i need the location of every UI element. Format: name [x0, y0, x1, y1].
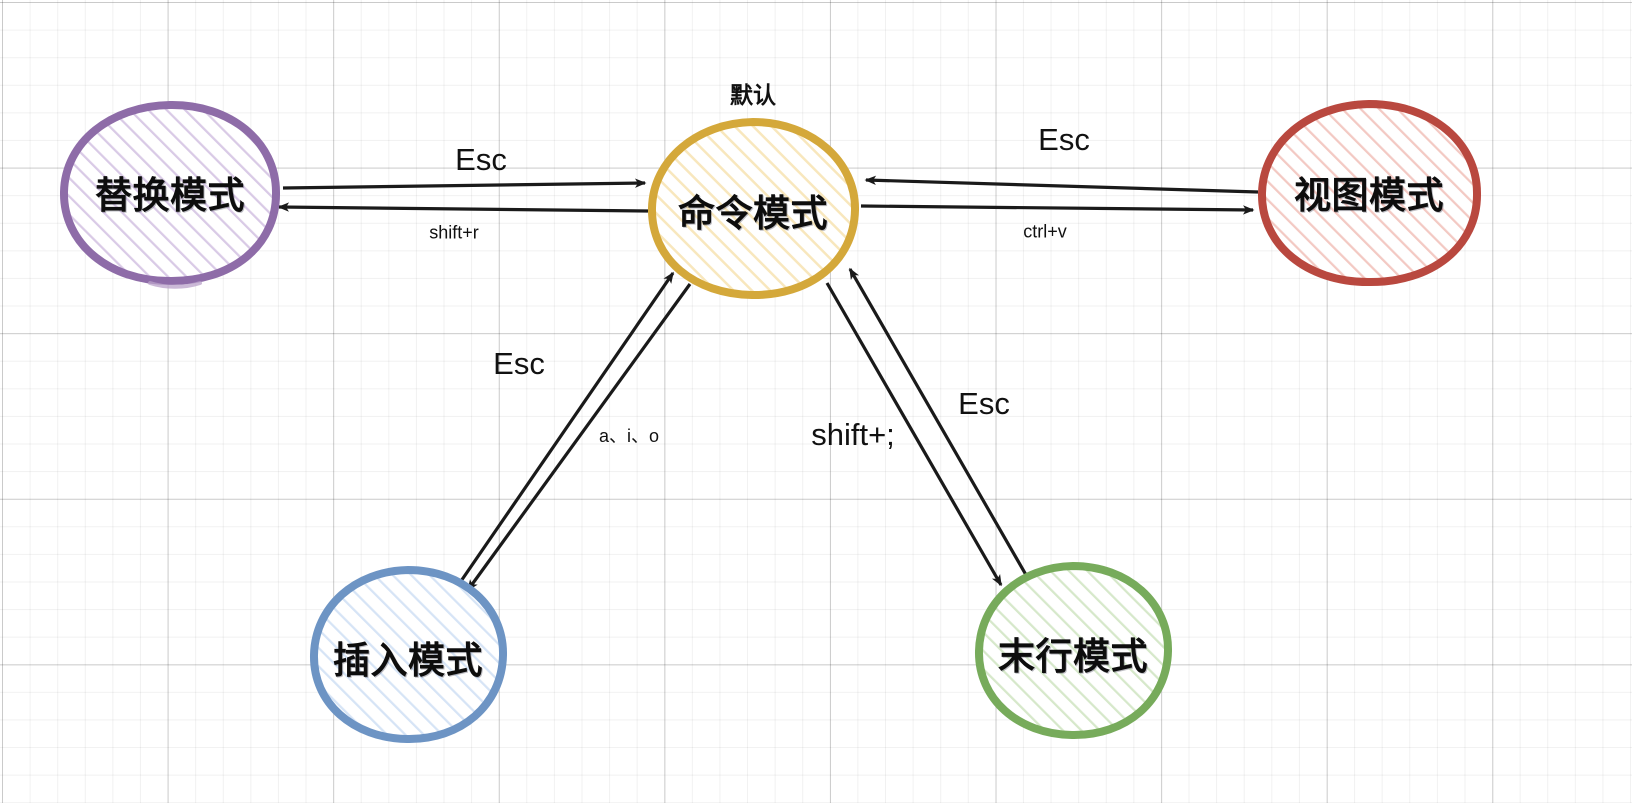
node-replace-mode[interactable]: [59, 100, 281, 289]
edge-label-replace-to-command: Esc: [455, 142, 507, 177]
edge-insert-to-command[interactable]: [446, 271, 675, 601]
node-label-replace: 替换模式: [95, 175, 245, 216]
edge-lastline-to-command[interactable]: [848, 267, 1039, 595]
edges-layer: [277, 175, 1259, 601]
edge-command-to-insert[interactable]: [466, 283, 692, 592]
edge-command-to-view[interactable]: [860, 204, 1255, 215]
edge-label-insert-to-command: Esc: [493, 346, 545, 381]
edge-command-to-replace[interactable]: [277, 202, 649, 213]
edge-view-to-command[interactable]: [864, 175, 1259, 194]
node-label-insert: 插入模式: [333, 640, 483, 681]
edge-label-command-to-view: ctrl+v: [1023, 221, 1067, 242]
default-note: 默认: [730, 82, 776, 108]
node-label-view: 视图模式: [1294, 175, 1444, 216]
edge-label-command-to-insert: a、i、o: [598, 426, 660, 446]
nodes-layer: [59, 99, 1482, 744]
node-label-command: 命令模式: [678, 193, 828, 234]
edge-command-to-lastline[interactable]: [825, 282, 1003, 587]
node-label-lastline: 末行模式: [998, 636, 1148, 677]
node-lastline-mode[interactable]: [974, 561, 1173, 740]
edge-label-command-to-lastline: shift+;: [811, 417, 895, 452]
edge-label-command-to-replace: shift+r: [429, 222, 479, 243]
edge-replace-to-command[interactable]: [282, 178, 647, 190]
node-view-mode[interactable]: [1257, 99, 1482, 287]
edge-label-lastline-to-command: Esc: [958, 386, 1010, 421]
edge-label-view-to-command: Esc: [1038, 122, 1090, 157]
node-insert-mode[interactable]: [309, 565, 508, 744]
node-command-mode[interactable]: [647, 117, 860, 300]
